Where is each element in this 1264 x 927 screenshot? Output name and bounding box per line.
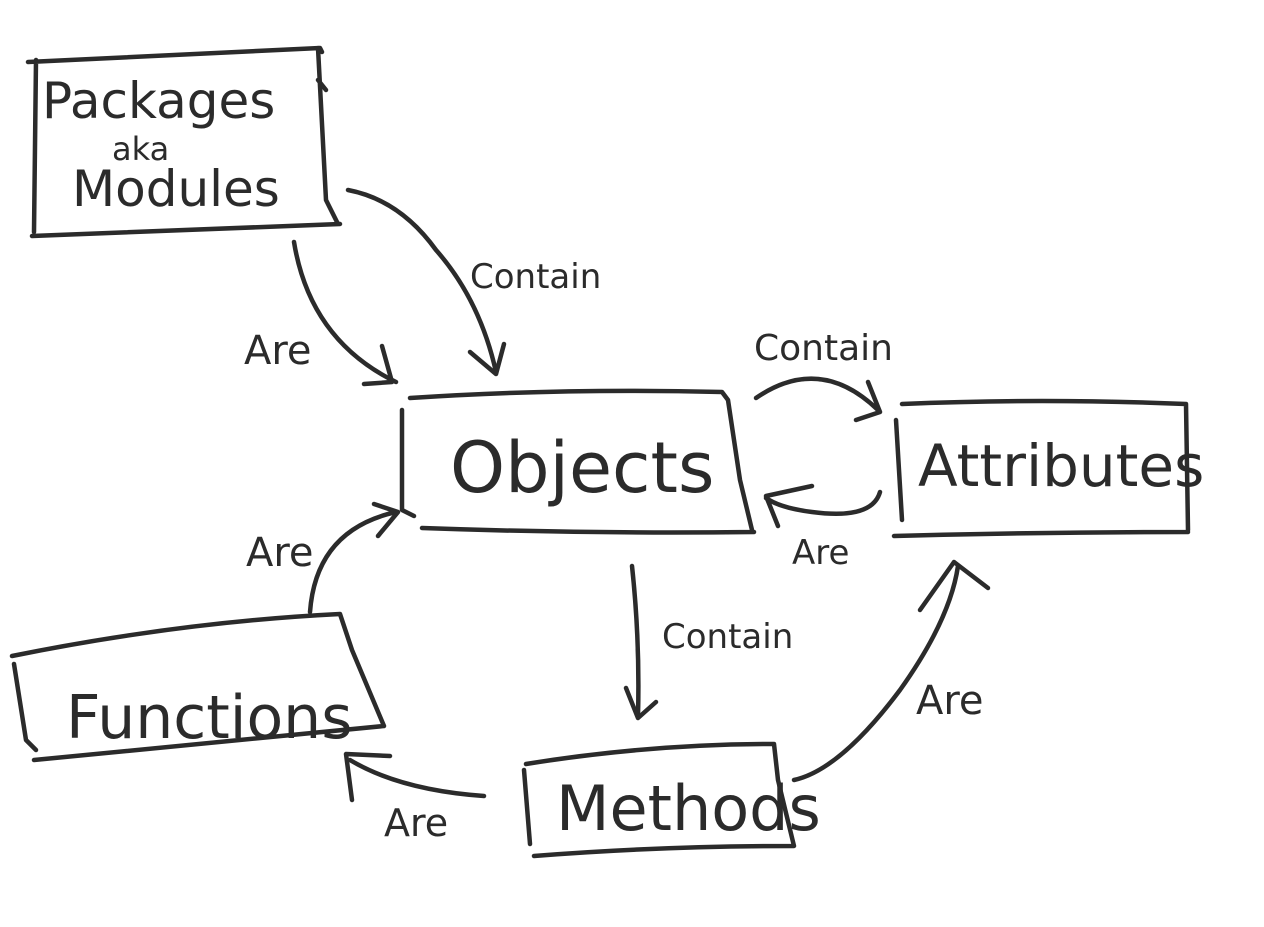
node-packages-box (25, 45, 343, 239)
node-packages-line2: aka (112, 130, 169, 168)
arrowhead-icon (917, 559, 991, 613)
node-methods-box (521, 741, 797, 859)
node-objects-box (399, 388, 757, 535)
arrowhead-icon (763, 483, 815, 529)
edge-line (347, 757, 487, 799)
edge-line (791, 563, 961, 783)
edge-label: Are (916, 678, 984, 724)
edge-packages-contain-objects: Contain (345, 187, 601, 377)
node-objects-label: Objects (450, 427, 714, 509)
arrowhead-icon (467, 341, 507, 377)
edge-methods-are-attributes: Are (791, 559, 991, 783)
node-attributes-box (891, 398, 1191, 539)
edge-label: Are (246, 530, 314, 576)
edge-label: Are (792, 533, 849, 573)
edge-line (307, 509, 399, 615)
node-attributes[interactable]: Attributes (891, 398, 1204, 539)
node-functions-box (9, 611, 387, 763)
arrowhead-icon (371, 501, 401, 539)
node-objects[interactable]: Objects (399, 388, 757, 535)
arrowhead-icon (623, 685, 659, 721)
arrowhead-icon (343, 751, 393, 803)
edge-line (291, 239, 399, 385)
edge-label: Contain (470, 257, 601, 297)
node-attributes-label: Attributes (918, 432, 1204, 500)
edge-line (763, 489, 883, 517)
arrowhead-icon (361, 343, 395, 387)
edge-functions-are-objects: Are (246, 501, 401, 615)
edge-line (753, 376, 881, 413)
edge-line (345, 187, 499, 375)
edge-packages-are-objects: Are (244, 239, 399, 387)
edge-label: Contain (662, 617, 793, 657)
edge-line (629, 563, 641, 719)
node-functions[interactable]: Functions (9, 611, 387, 763)
edge-methods-are-functions: Are (343, 751, 487, 845)
node-packages-line1: Packages (42, 72, 275, 130)
edge-label: Are (244, 328, 312, 374)
edge-objects-contain-attributes: Contain (753, 328, 893, 423)
node-functions-label: Functions (66, 683, 352, 753)
node-methods[interactable]: Methods (521, 741, 821, 859)
edge-attributes-are-objects: Are (763, 483, 883, 573)
edge-label: Are (384, 801, 448, 845)
node-methods-label: Methods (556, 772, 821, 845)
node-packages-line3: Modules (72, 160, 280, 218)
arrowhead-icon (853, 379, 883, 423)
edge-label: Contain (754, 328, 893, 369)
edge-objects-contain-methods: Contain (623, 563, 793, 721)
node-packages[interactable]: Packages aka Modules (25, 45, 343, 239)
